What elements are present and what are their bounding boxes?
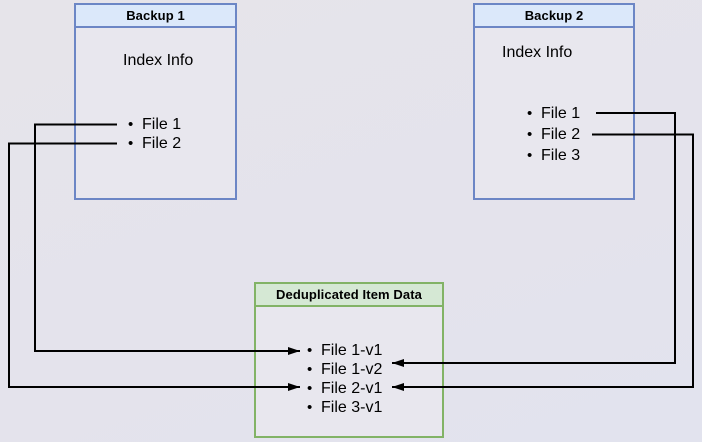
dedup-file-list: File 1-v1 File 1-v2 File 2-v1 File 3-v1 — [307, 341, 382, 417]
list-item: File 1-v1 — [307, 341, 382, 360]
list-item: File 3 — [527, 145, 580, 166]
dedup-box: Deduplicated Item Data File 1-v1 File 1-… — [254, 282, 444, 438]
list-item: File 1 — [527, 103, 580, 124]
list-item: File 1 — [128, 115, 181, 134]
list-item: File 2 — [527, 124, 580, 145]
backup1-title: Backup 1 — [76, 5, 235, 28]
backup2-subtitle: Index Info — [502, 44, 573, 61]
backup1-box: Backup 1 Index Info File 1 File 2 — [74, 3, 237, 200]
backup2-file-list: File 1 File 2 File 3 — [527, 103, 580, 166]
list-item: File 1-v2 — [307, 360, 382, 379]
backup1-file-list: File 1 File 2 — [128, 115, 181, 153]
backup2-title: Backup 2 — [475, 5, 633, 28]
dedup-title: Deduplicated Item Data — [256, 284, 442, 307]
backup2-box: Backup 2 Index Info File 1 File 2 File 3 — [473, 3, 635, 200]
list-item: File 2 — [128, 134, 181, 153]
list-item: File 3-v1 — [307, 398, 382, 417]
backup1-subtitle: Index Info — [123, 52, 194, 69]
list-item: File 2-v1 — [307, 379, 382, 398]
